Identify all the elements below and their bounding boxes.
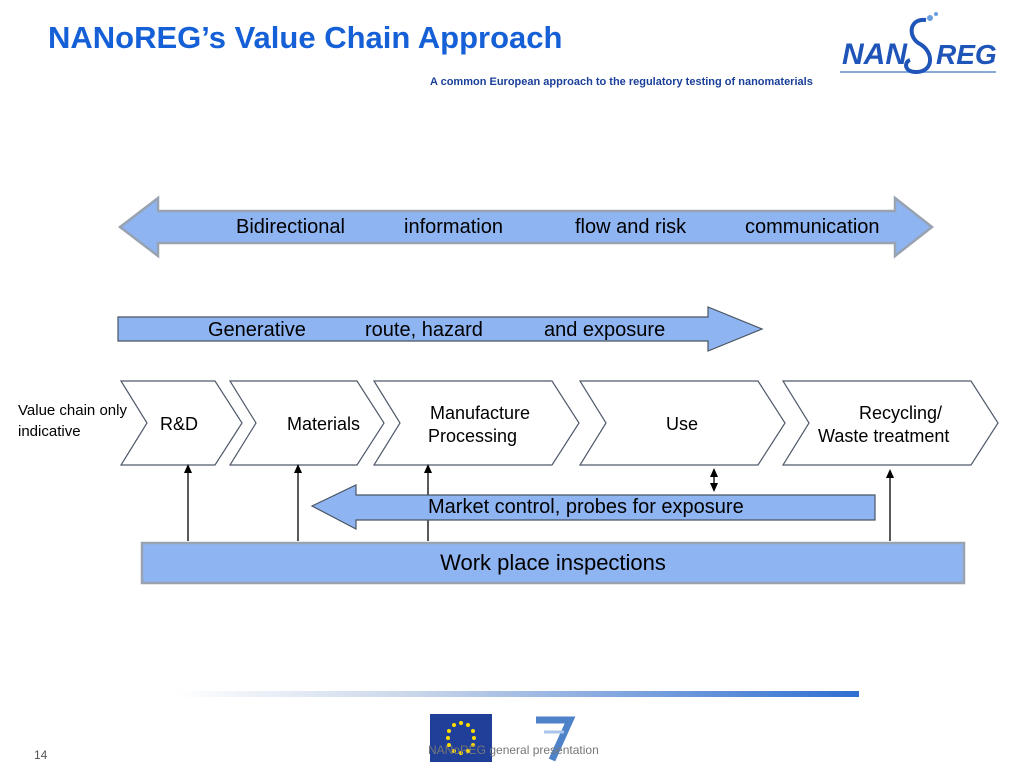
stage-use-shape [578, 380, 786, 466]
bidirectional-label-1: Bidirectional [236, 216, 345, 238]
svg-text:REG: REG [936, 39, 997, 70]
stage-recycling-shape [781, 380, 999, 466]
arrowhead-use-top [710, 468, 718, 477]
generative-arrow [117, 306, 764, 352]
workplace-box [140, 541, 966, 585]
svg-text:NAN: NAN [842, 38, 908, 71]
page-number: 14 [34, 748, 48, 762]
arrowhead-use-bottom [710, 483, 718, 492]
stage-rd-label: R&D [160, 414, 199, 434]
footer-text: NANoREG general presentation [428, 743, 599, 757]
stage-use-label: Use [666, 414, 699, 434]
bidirectional-label-2: information [404, 216, 503, 238]
page-title: NANoREG’s Value Chain Approach [48, 20, 563, 55]
stage-recycling-label-2: Waste treatment [818, 426, 950, 446]
stage-recycling-label-1: Recycling/ [859, 403, 943, 423]
value-chain-note: Value chain only indicative [18, 402, 127, 440]
bidirectional-label-4: communication [745, 216, 880, 238]
eu-flag-icon [430, 714, 492, 762]
generative-label-1: Generative [208, 319, 306, 341]
arrowhead-materials [294, 464, 302, 473]
nanoreg-logo: NAN REG [840, 12, 997, 75]
market-control-label: Market control, probes for exposure [428, 496, 744, 518]
workplace-label: Work place inspections [440, 550, 666, 575]
bidirectional-label-3: flow and risk [575, 216, 687, 238]
market-control-arrow [310, 484, 876, 530]
arrowhead-manufacture [424, 464, 432, 473]
stage-rd-shape [119, 380, 243, 466]
fp7-logo-icon [536, 716, 576, 762]
stage-manufacture-shape [372, 380, 580, 466]
stage-materials-shape [228, 380, 385, 466]
bidirectional-arrow [117, 195, 935, 259]
arrowhead-rd [184, 464, 192, 473]
generative-label-3: and exposure [544, 319, 666, 341]
stage-manufacture-label-1: Manufacture [430, 403, 531, 423]
footer-divider [175, 691, 859, 697]
stage-materials-label: Materials [287, 414, 361, 434]
generative-label-2: route, hazard [365, 319, 483, 341]
page-subtitle: A common European approach to the regula… [430, 76, 813, 88]
arrowhead-recycling [886, 469, 894, 478]
stage-manufacture-label-2: Processing [428, 426, 518, 446]
